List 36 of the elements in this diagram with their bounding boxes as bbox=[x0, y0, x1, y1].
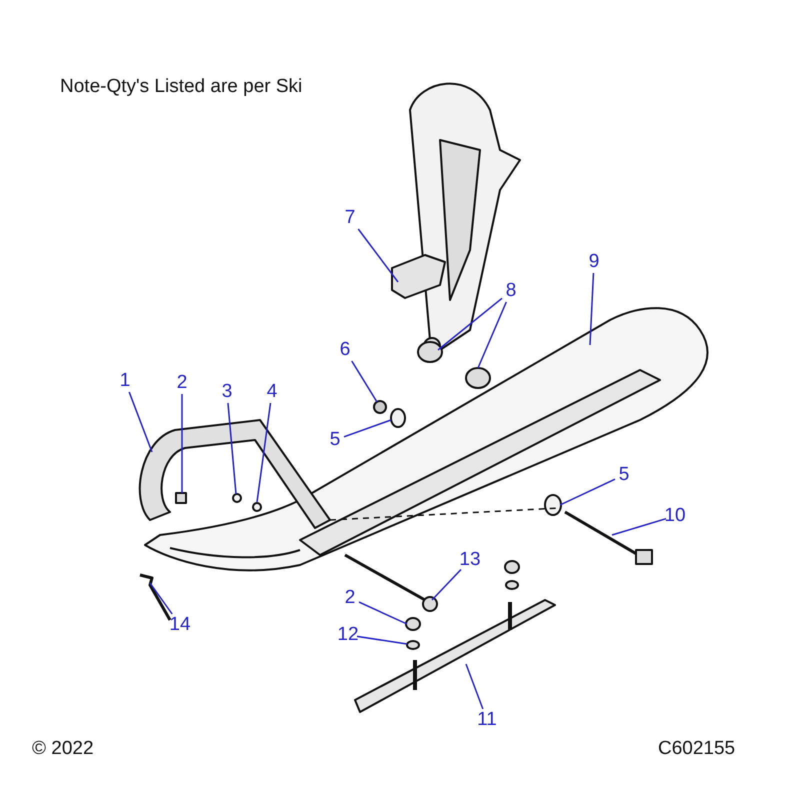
leader-line bbox=[612, 518, 666, 536]
leader-line bbox=[256, 402, 272, 502]
callout-number: 4 bbox=[266, 382, 278, 402]
callout-number: 5 bbox=[330, 430, 340, 450]
callout-number: 6 bbox=[340, 340, 350, 360]
callout-number: 12 bbox=[337, 625, 359, 645]
leader-line bbox=[438, 298, 502, 351]
leader-line bbox=[227, 402, 237, 494]
leader-line bbox=[477, 302, 507, 368]
leader-line bbox=[181, 394, 183, 493]
leader-line bbox=[356, 636, 408, 645]
callout-number: 10 bbox=[664, 506, 686, 526]
callout-number: 5 bbox=[618, 465, 630, 485]
leader-line bbox=[465, 664, 484, 710]
callout-number: 13 bbox=[459, 550, 481, 570]
callout-number: 3 bbox=[222, 382, 232, 402]
copyright-notice: © 2022 bbox=[32, 738, 94, 760]
callout-number: 2 bbox=[176, 373, 188, 393]
leader-line bbox=[589, 272, 594, 346]
callout-number: 1 bbox=[120, 371, 130, 391]
leader-line bbox=[128, 392, 153, 452]
callout-number: 8 bbox=[506, 281, 516, 301]
figure-code: C602155 bbox=[658, 738, 736, 760]
callout-number: 14 bbox=[169, 615, 191, 635]
leader-line bbox=[358, 601, 408, 625]
note: Note-Qty's Listed are per Ski bbox=[60, 76, 302, 98]
leader-line bbox=[344, 419, 392, 438]
leader-line bbox=[431, 568, 462, 601]
leader-line bbox=[358, 228, 399, 282]
callout-number: 11 bbox=[477, 710, 497, 730]
callout-number: 2 bbox=[344, 588, 356, 608]
leader-line bbox=[560, 478, 616, 506]
callout-number: 7 bbox=[344, 208, 356, 228]
callout-number: 9 bbox=[588, 252, 600, 272]
leader-line bbox=[149, 582, 173, 614]
leader-line bbox=[351, 360, 378, 402]
